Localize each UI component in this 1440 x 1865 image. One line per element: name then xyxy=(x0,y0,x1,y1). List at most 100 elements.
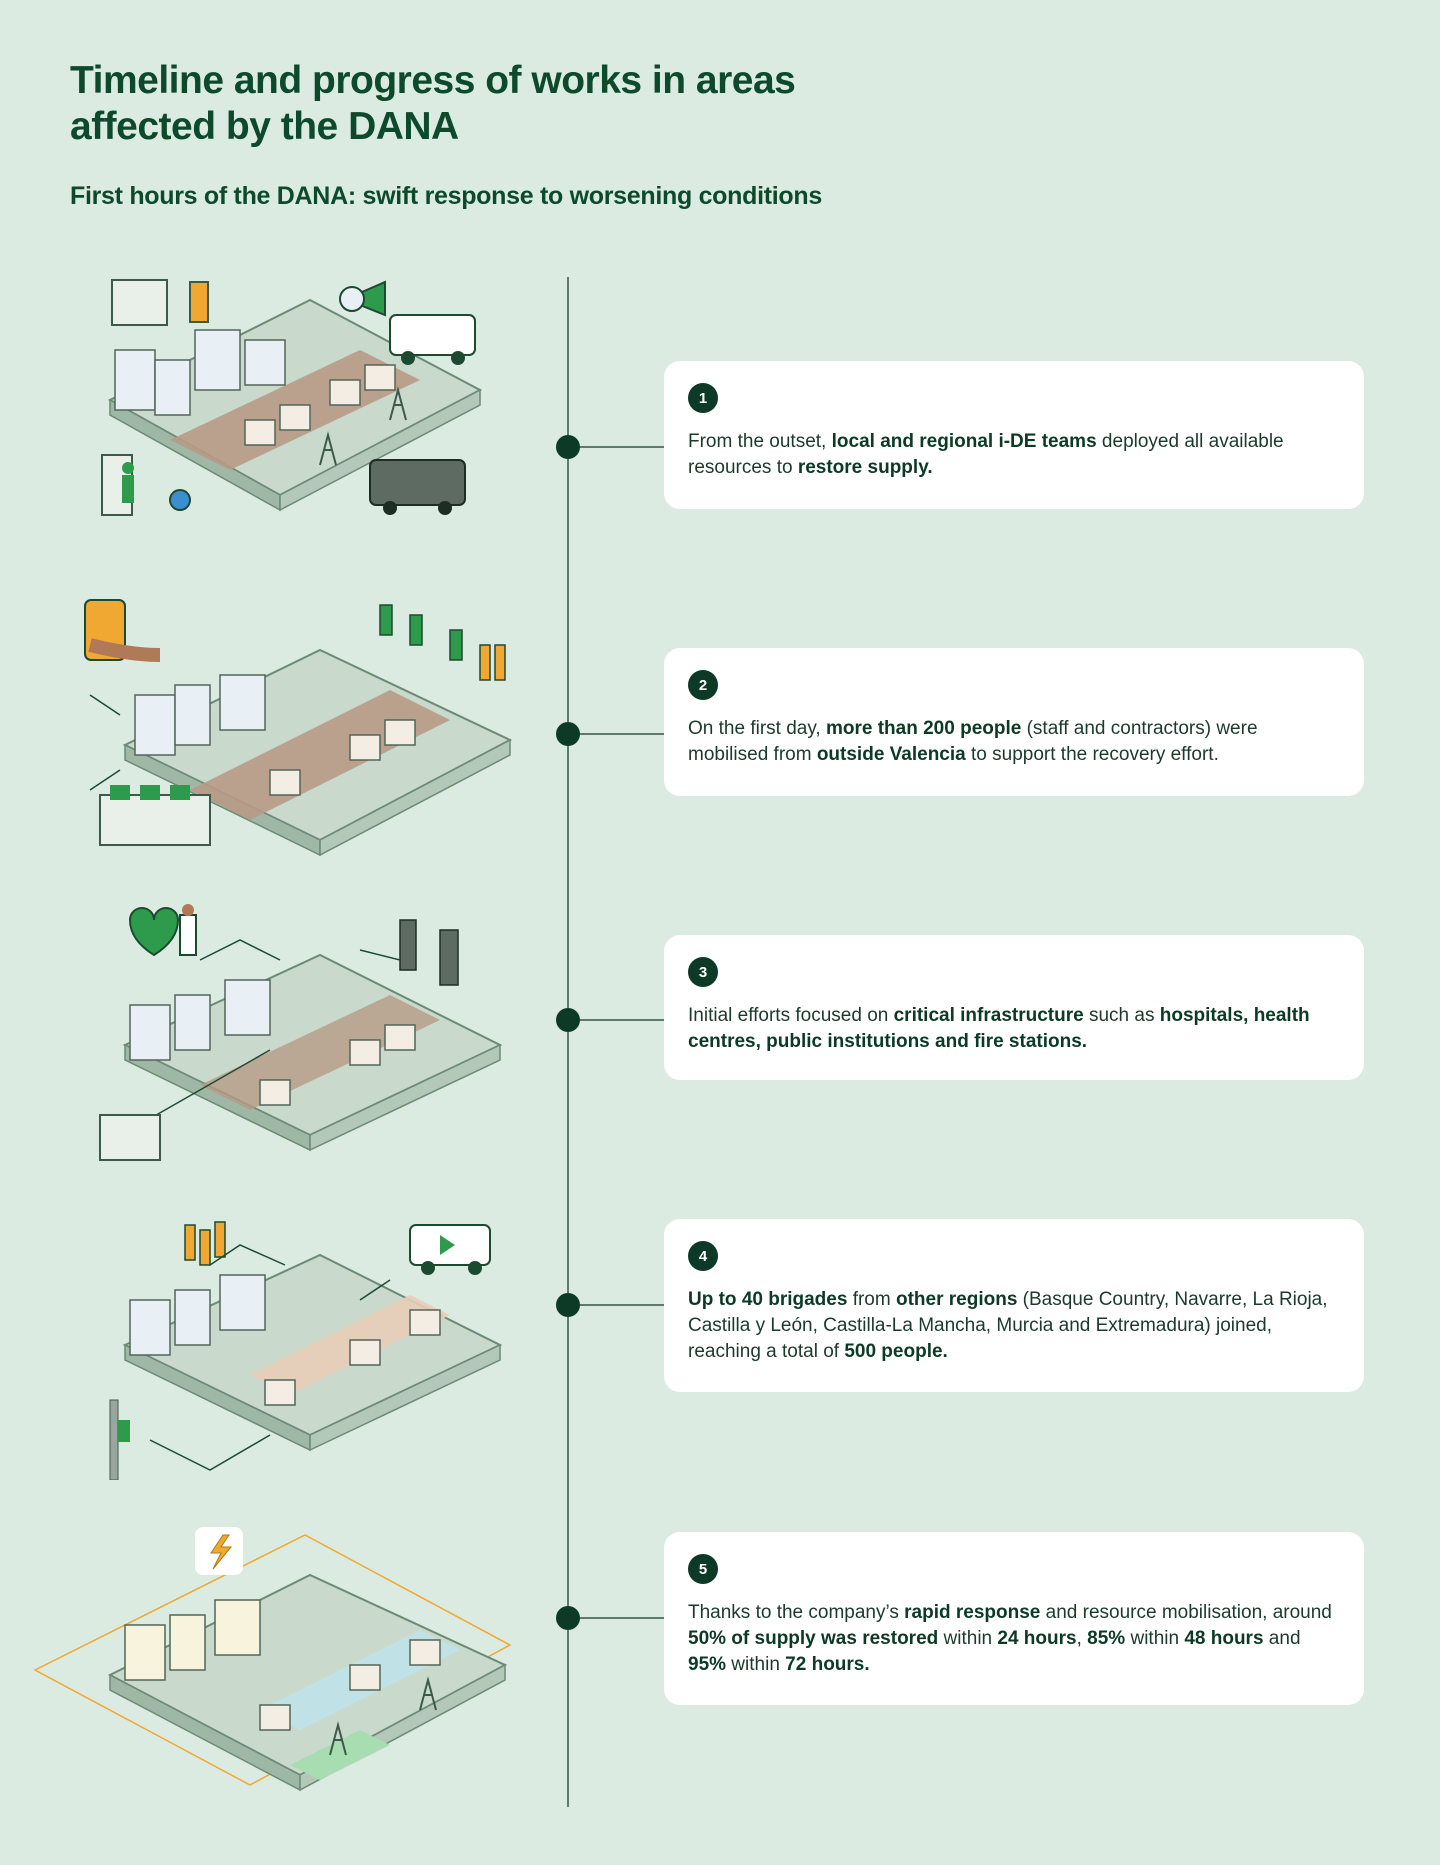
step-number-badge: 1 xyxy=(688,383,718,413)
meter-icon xyxy=(189,281,209,323)
timeline-node-4 xyxy=(556,1293,580,1317)
emphasis-text: outside Valencia xyxy=(816,744,966,765)
page-title: Timeline and progress of works in areas … xyxy=(70,59,796,148)
timeline-node-5 xyxy=(556,1606,580,1630)
timeline-node-2 xyxy=(556,722,580,746)
illustration-step-5 xyxy=(33,1527,512,1792)
connector-line xyxy=(149,1244,391,1471)
house-icon xyxy=(259,1024,416,1106)
control-room-icon xyxy=(99,785,211,846)
emphasis-text: 50% of supply was restored xyxy=(688,1628,939,1649)
building-icon xyxy=(129,979,271,1061)
body-text: to support the recovery effort. xyxy=(965,744,1219,765)
building-icon xyxy=(114,329,286,416)
barrier-icon xyxy=(169,489,191,511)
emphasis-text: local and regional i-DE teams xyxy=(831,431,1097,452)
building-icon xyxy=(124,1599,261,1681)
timeline-connector-5 xyxy=(580,1617,664,1619)
body-text: and xyxy=(1263,1628,1301,1649)
connector-line xyxy=(89,694,121,791)
illustration-step-2 xyxy=(84,599,513,857)
green-park xyxy=(290,1730,390,1780)
page-subtitle: First hours of the DANA: swift response … xyxy=(70,182,822,210)
step-number-badge: 5 xyxy=(688,1554,718,1584)
workers-group-icon xyxy=(379,604,506,681)
body-text: within xyxy=(1125,1628,1185,1649)
step-card-5: 5 Thanks to the company’s rapid response… xyxy=(664,1532,1364,1705)
timeline-line xyxy=(567,277,569,1807)
step-text: Initial efforts focused on critical infr… xyxy=(688,1003,1340,1055)
house-icon xyxy=(259,1639,441,1731)
house-icon xyxy=(244,364,396,446)
body-text: and resource mobilisation, around xyxy=(1040,1602,1332,1623)
emphasis-text: rapid response xyxy=(904,1602,1041,1623)
step-number-badge: 4 xyxy=(688,1241,718,1271)
body-text: From the outset, xyxy=(688,431,832,452)
emphasis-text: hospitals, health centres, public instit… xyxy=(688,1005,1310,1052)
step-text: Up to 40 brigades from other regions (Ba… xyxy=(688,1287,1340,1365)
timeline-connector-1 xyxy=(580,446,664,448)
illustration-step-4 xyxy=(109,1221,503,1480)
emphasis-text: 500 people. xyxy=(844,1341,948,1362)
city-block-base xyxy=(107,1573,508,1777)
firefighter-icon xyxy=(399,919,459,986)
emphasis-text: restore supply. xyxy=(797,457,933,478)
power-outline xyxy=(33,1534,512,1786)
illustration-step-3 xyxy=(99,904,503,1161)
emphasis-text: 85% xyxy=(1087,1628,1126,1649)
tower-icon xyxy=(319,386,407,466)
doctor-icon xyxy=(179,904,197,956)
van-icon xyxy=(409,1224,491,1275)
body-text: from xyxy=(847,1289,896,1310)
timeline-node-3 xyxy=(556,1008,580,1032)
illustration-step-1 xyxy=(101,279,483,516)
step-card-3: 3 Initial efforts focused on critical in… xyxy=(664,935,1364,1080)
emphasis-text: 95% xyxy=(688,1654,727,1675)
emphasis-text: other regions xyxy=(895,1289,1018,1310)
body-text: within xyxy=(726,1654,786,1675)
emphasis-text: Up to 40 brigades xyxy=(688,1289,848,1310)
worker-icon xyxy=(101,454,134,516)
house-icon xyxy=(264,1309,441,1406)
emphasis-text: 48 hours xyxy=(1184,1628,1264,1649)
emphasis-text: 24 hours xyxy=(997,1628,1077,1649)
emphasis-text: more than 200 people xyxy=(825,718,1022,739)
body-text: (Basque Country, Navarre, La Rioja, Cast… xyxy=(688,1289,1328,1362)
lightning-icon xyxy=(195,1527,243,1575)
tower-icon xyxy=(329,1676,437,1756)
emphasis-text: 72 hours. xyxy=(785,1654,870,1675)
body-text: , xyxy=(1076,1628,1088,1649)
body-text: On the first day, xyxy=(688,718,826,739)
timeline-node-1 xyxy=(556,435,580,459)
step-number-badge: 2 xyxy=(688,670,718,700)
pole-worker-icon xyxy=(109,1399,130,1480)
megaphone-icon xyxy=(339,280,386,317)
step-number-badge: 3 xyxy=(688,957,718,987)
step-text: On the first day, more than 200 people (… xyxy=(688,716,1340,768)
timeline-connector-4 xyxy=(580,1304,664,1306)
emphasis-text: critical infrastructure xyxy=(893,1005,1084,1026)
step-card-1: 1 From the outset, local and regional i-… xyxy=(664,361,1364,509)
electrical-cabinet-icon xyxy=(99,1114,161,1161)
building-icon xyxy=(134,674,266,756)
timeline-connector-2 xyxy=(580,733,664,735)
body-text: such as xyxy=(1083,1005,1160,1026)
timeline-connector-3 xyxy=(580,1019,664,1021)
house-icon xyxy=(269,719,416,796)
step-text: Thanks to the company’s rapid response a… xyxy=(688,1600,1340,1678)
building-icon xyxy=(129,1274,266,1356)
step-text: From the outset, local and regional i-DE… xyxy=(688,429,1340,481)
body-text: Thanks to the company’s xyxy=(688,1602,905,1623)
brigade-icon xyxy=(184,1221,226,1266)
body-text: deployed all available resources to xyxy=(688,431,1284,478)
body-text: Initial efforts focused on xyxy=(688,1005,894,1026)
step-card-2: 2 On the first day, more than 200 people… xyxy=(664,648,1364,796)
electrical-cabinet-icon xyxy=(111,279,168,326)
body-text: (staff and contractors) were mobilised f… xyxy=(688,718,1258,765)
truck-icon xyxy=(369,459,466,515)
heart-monitor-icon xyxy=(128,907,180,957)
van-icon xyxy=(389,314,476,365)
phone-icon xyxy=(84,599,161,662)
body-text: within xyxy=(938,1628,998,1649)
step-card-4: 4 Up to 40 brigades from other regions (… xyxy=(664,1219,1364,1392)
